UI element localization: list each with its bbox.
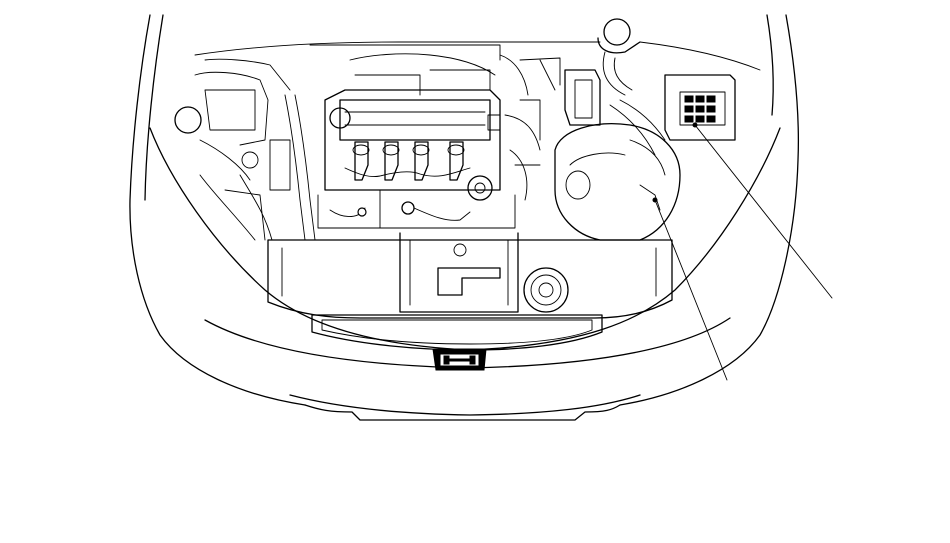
fuse-box bbox=[665, 75, 735, 140]
hood-latch bbox=[400, 233, 518, 312]
callout-leader-1 bbox=[653, 198, 727, 380]
ignition-coil-3 bbox=[413, 142, 429, 180]
open-hood bbox=[130, 15, 798, 405]
front-bumper bbox=[150, 128, 780, 420]
air-filter-box bbox=[555, 70, 680, 240]
ignition-coil-1 bbox=[353, 142, 369, 180]
emblem-icon bbox=[433, 349, 486, 370]
radiator-support bbox=[268, 240, 672, 318]
left-side-components bbox=[175, 59, 315, 240]
intake-hoses bbox=[310, 45, 560, 200]
engine-block bbox=[318, 90, 515, 228]
grille bbox=[312, 315, 602, 350]
radiator-cap-icon bbox=[524, 268, 568, 312]
coolant-reservoir bbox=[598, 19, 640, 95]
callout-leader-2 bbox=[693, 123, 832, 298]
cowl bbox=[195, 42, 760, 70]
